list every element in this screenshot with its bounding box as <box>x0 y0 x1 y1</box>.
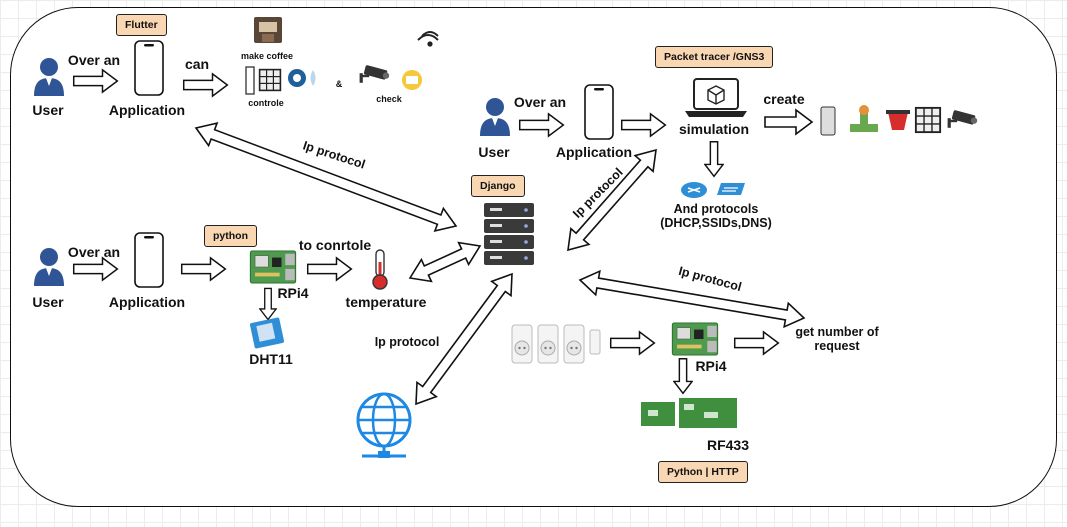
flow-arrow <box>620 113 667 137</box>
flow-arrow <box>306 257 353 281</box>
can-label: can <box>184 56 210 72</box>
laptop-icon <box>685 78 747 117</box>
switch-icon <box>717 183 745 195</box>
user-icon <box>34 248 64 286</box>
controle-label: controle <box>248 98 284 108</box>
get-requests-line1: get number of <box>795 325 879 339</box>
rf433-label: RF433 <box>706 437 750 453</box>
create-label: create <box>763 91 805 107</box>
application-label: Application <box>108 294 186 310</box>
wifi-icon <box>417 31 439 47</box>
flow-arrow <box>182 73 229 97</box>
protocols-label: And protocols (DHCP,SSIDs,DNS) <box>660 202 772 231</box>
coffee-machine-icon <box>254 17 282 43</box>
smart-plugs-icon <box>511 324 601 364</box>
over-an-label: Over an <box>67 244 121 260</box>
doorbell-icon <box>820 106 836 136</box>
get-requests-label: get number of request <box>795 325 878 354</box>
flow-arrow <box>180 257 227 281</box>
user-icon <box>480 98 510 136</box>
email-icon <box>402 70 422 90</box>
application-label: Application <box>555 144 633 160</box>
smartphone-icon <box>134 40 164 96</box>
flow-arrow <box>518 113 565 137</box>
over-an-label: Over an <box>513 94 567 110</box>
raspberry-pi-icon <box>249 250 297 284</box>
dht11-label: DHT11 <box>249 351 293 367</box>
water-gauge-icon <box>288 69 316 87</box>
flow-arrow <box>764 109 813 135</box>
raspberry-pi-icon <box>671 322 719 356</box>
ip-link-arrow <box>578 269 806 329</box>
python-http-tag: Python | HTTP <box>658 461 748 483</box>
rpi4-label: RPi4 <box>695 358 727 374</box>
flutter-tag: Flutter <box>116 14 167 36</box>
window-blinds-icon <box>258 68 282 92</box>
ip-link-arrow <box>567 148 657 252</box>
security-camera-icon <box>359 64 390 83</box>
get-requests-line2: request <box>814 339 860 354</box>
temperature-label: temperature <box>345 294 427 310</box>
smartphone-icon <box>134 232 164 288</box>
flow-arrow <box>733 331 780 355</box>
flow-arrow-down <box>704 140 724 178</box>
django-tag: Django <box>471 175 525 197</box>
internet-globe-icon <box>356 392 412 458</box>
ampersand-label: & <box>335 79 343 89</box>
to-control-label: to conrtole <box>298 237 372 253</box>
python-tag: python <box>204 225 257 247</box>
ip-protocol-label: Ip protocol <box>374 335 440 349</box>
server-rack-icon <box>484 203 534 265</box>
ip-link-arrow <box>415 272 513 406</box>
rpi4-label: RPi4 <box>277 285 309 301</box>
protocols-line1: And protocols <box>673 202 759 216</box>
ip-link-arrow <box>194 121 458 233</box>
check-label: check <box>376 94 402 104</box>
thermometer-icon <box>372 249 388 290</box>
rf433-module-icon <box>641 398 737 428</box>
simulation-label: simulation <box>678 121 750 137</box>
over-an-label: Over an <box>67 52 121 68</box>
protocols-line2: (DHCP,SSIDs,DNS) <box>660 216 772 231</box>
dht11-sensor-icon <box>249 317 285 349</box>
user-icon <box>34 58 64 96</box>
flow-arrow <box>72 69 119 93</box>
user-label: User <box>478 144 510 160</box>
packet-tracer-tag: Packet tracer /GNS3 <box>655 46 774 68</box>
flow-arrow-down <box>259 287 277 321</box>
application-label: Application <box>108 102 186 118</box>
door-icon <box>245 66 255 95</box>
flow-arrow-down <box>673 357 693 395</box>
flow-arrow <box>72 257 119 281</box>
user-label: User <box>32 102 64 118</box>
gas-valve-icon <box>850 105 878 132</box>
user-label: User <box>32 294 64 310</box>
security-camera-icon <box>947 109 978 128</box>
router-icon <box>681 182 707 198</box>
smartphone-icon <box>584 84 614 140</box>
make-coffee-label: make coffee <box>240 51 294 61</box>
solar-panel-icon <box>914 106 942 134</box>
flow-arrow <box>609 331 656 355</box>
ip-link-arrow <box>408 241 482 283</box>
alarm-light-icon <box>886 110 910 130</box>
